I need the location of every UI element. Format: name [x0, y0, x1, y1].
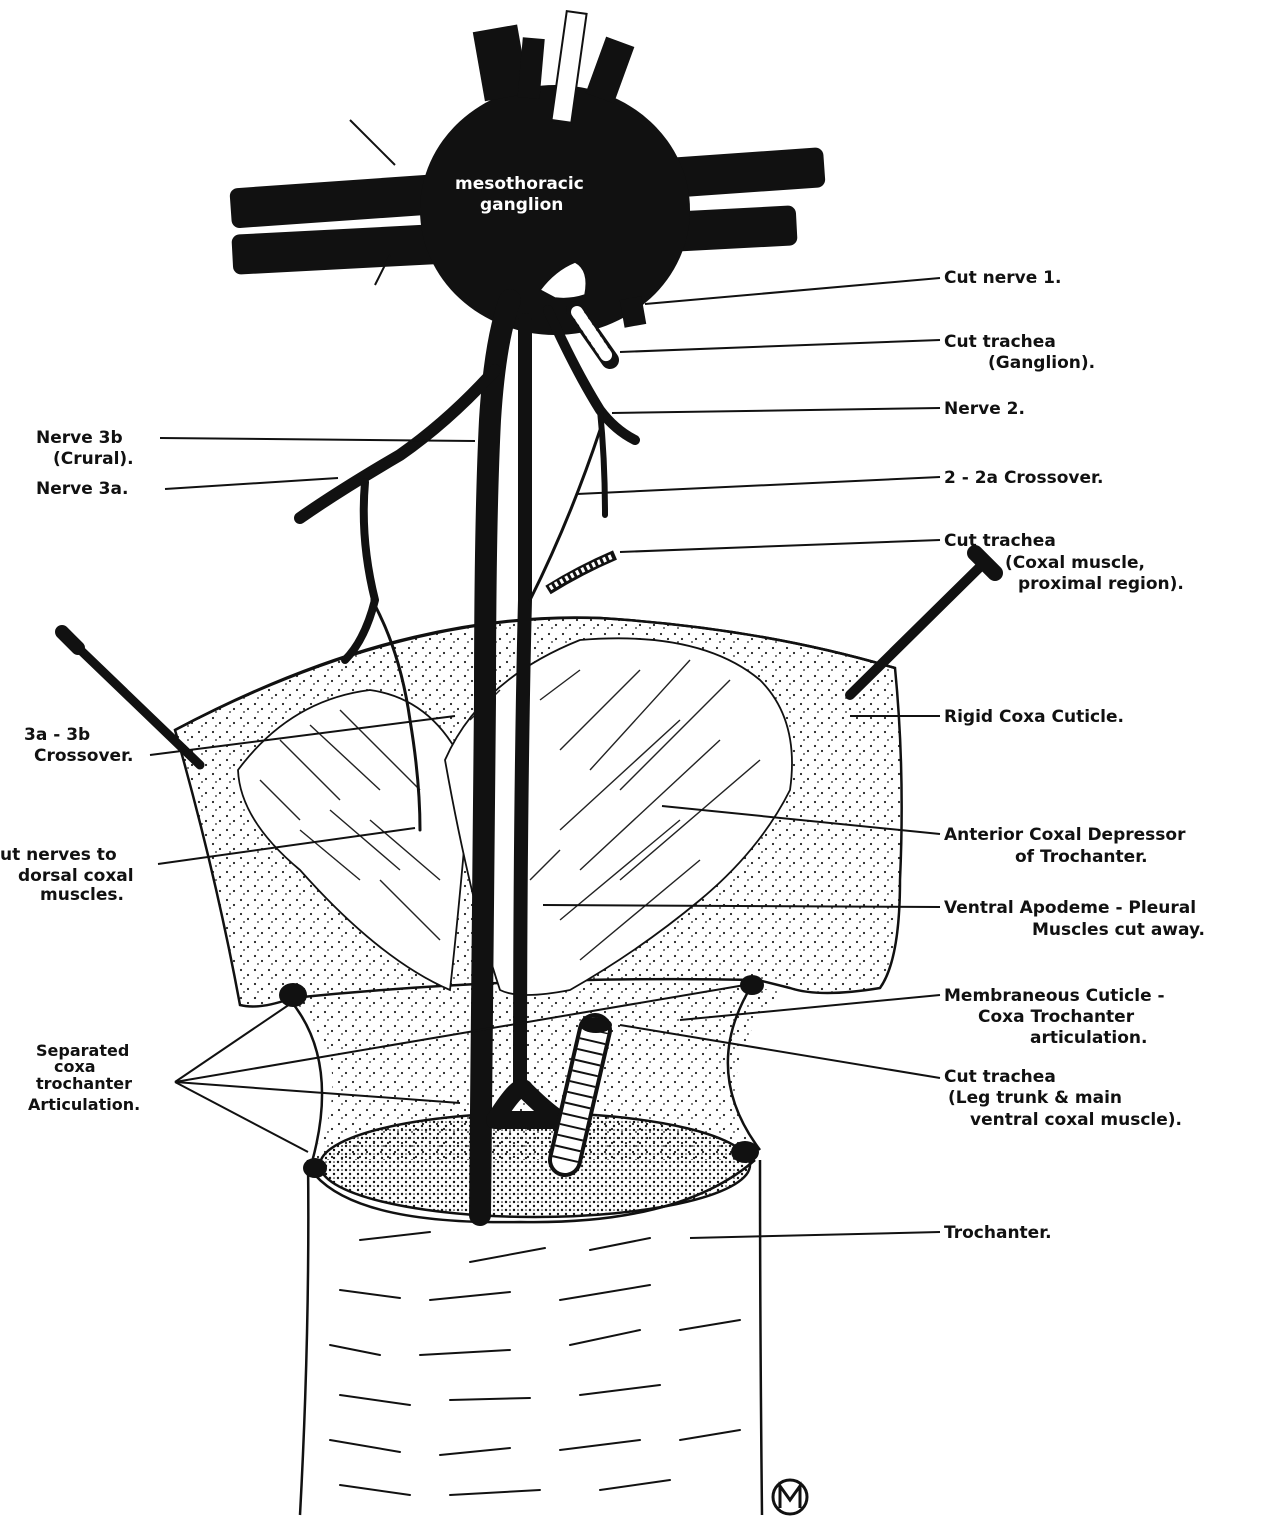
- label-cut-trachea-ganglion-2: (Ganglion).: [988, 353, 1095, 373]
- label-anterior-coxal-depressor-2: of Trochanter.: [1015, 847, 1148, 867]
- right-pin: [850, 553, 995, 695]
- label-nerve-2: Nerve 2.: [944, 399, 1025, 419]
- label-nerve-3a: Nerve 3a.: [36, 479, 128, 499]
- label-cut-trachea-leg-3: ventral coxal muscle).: [970, 1110, 1182, 1130]
- label-crossover-3a-3b-2: Crossover.: [34, 746, 134, 766]
- label-crossover-3a-3b-1: 3a - 3b: [24, 725, 90, 745]
- nerve-2: [530, 310, 635, 600]
- ganglion-label-line2: ganglion: [480, 195, 563, 215]
- label-cut-trachea-coxal-3: proximal region).: [1018, 574, 1184, 594]
- artist-monogram: [773, 1480, 807, 1514]
- trochanter-texture: [330, 1232, 740, 1495]
- label-cut-nerves-dorsal-2: dorsal coxal: [18, 866, 134, 886]
- label-cut-nerve-1: Cut nerve 1.: [944, 268, 1061, 288]
- label-crossover-2-2a: 2 - 2a Crossover.: [944, 468, 1103, 488]
- label-separated-articulation-4: Articulation.: [28, 1095, 140, 1114]
- label-cut-trachea-coxal-2: (Coxal muscle,: [1005, 553, 1145, 573]
- label-membraneous-cuticle-1: Membraneous Cuticle -: [944, 986, 1165, 1006]
- label-nerve-3b-2: (Crural).: [53, 449, 134, 469]
- label-ventral-apodeme-1: Ventral Apodeme - Pleural: [944, 898, 1196, 918]
- label-anterior-coxal-depressor-1: Anterior Coxal Depressor: [944, 825, 1186, 845]
- label-separated-articulation-3: trochanter: [36, 1074, 132, 1093]
- label-membraneous-cuticle-3: articulation.: [1030, 1028, 1147, 1048]
- label-cut-trachea-coxal-1: Cut trachea: [944, 531, 1056, 551]
- label-cut-nerves-dorsal-3: muscles.: [40, 885, 124, 905]
- label-membraneous-cuticle-2: Coxa Trochanter: [978, 1007, 1135, 1027]
- label-rigid-coxa-cuticle: Rigid Coxa Cuticle.: [944, 707, 1124, 727]
- label-ventral-apodeme-2: Muscles cut away.: [1032, 920, 1205, 940]
- ganglion-label-line1: mesothoracic: [455, 174, 584, 194]
- label-nerve-3b-1: Nerve 3b: [36, 428, 123, 448]
- label-cut-trachea-leg-2: (Leg trunk & main: [948, 1088, 1122, 1108]
- label-cut-nerves-dorsal-1: ut nerves to: [0, 845, 117, 865]
- label-cut-trachea-leg-1: Cut trachea: [944, 1067, 1056, 1087]
- label-trochanter: Trochanter.: [944, 1223, 1052, 1243]
- label-cut-trachea-ganglion-1: Cut trachea: [944, 332, 1056, 352]
